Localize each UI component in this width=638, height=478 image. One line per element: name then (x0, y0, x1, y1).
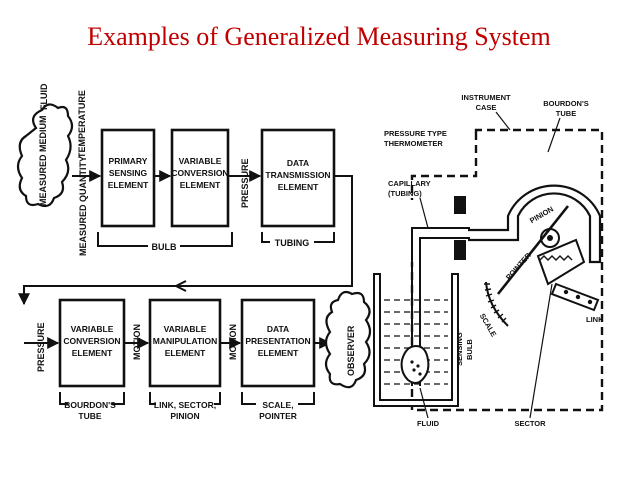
instrument-case-line-1: INSTRUMENT (461, 93, 511, 102)
instrument-case (410, 128, 604, 412)
sensing-bulb (400, 344, 430, 384)
link-sector-pinion-bracket (149, 392, 221, 405)
primary-sensing-element-box (100, 128, 156, 228)
link-pivot-3 (587, 299, 593, 305)
instrument-case-line-2: CASE (476, 103, 497, 112)
sector-leader (529, 283, 553, 419)
bourdons-tube-label-line-1: BOURDON'S (543, 99, 589, 108)
variable-conversion-line-2: CONVERSION (171, 168, 228, 178)
temperature-label: TEMPERATURE (77, 90, 87, 158)
data-presentation-line-1: DATA (267, 324, 289, 334)
variable-manipulation-line-1: VARIABLE (164, 324, 207, 334)
pinion-center (547, 235, 553, 241)
measured-quantity-label: MEASURED QUANTITY (78, 156, 88, 256)
case-wall-lower (454, 240, 466, 260)
data-presentation-line-3: ELEMENT (258, 348, 299, 358)
bourdons-tube-line-1: BOURDON'S (64, 400, 116, 410)
capillary-line-1: CAPILLARY (388, 179, 431, 188)
case-wall-upper (454, 196, 466, 214)
scale-pointer-line-1: SCALE, (262, 400, 293, 410)
capillary-line-2: (TUBING) (388, 189, 422, 198)
bulb-fill-dot-1 (410, 360, 414, 364)
pressure-type-line-1: PRESSURE TYPE (384, 129, 447, 138)
primary-sensing-line-3: ELEMENT (108, 180, 149, 190)
measured-medium-cloud (16, 103, 74, 208)
primary-sensing-line-2: SENSING (109, 168, 148, 178)
link-pivot-1 (563, 289, 569, 295)
scale-pointer-line-2: POINTER (259, 411, 297, 421)
variable-conversion-row2-line-1: VARIABLE (71, 324, 114, 334)
sector-label: SECTOR (514, 419, 546, 428)
bulb-fill-dot-2 (416, 364, 420, 368)
block-diagram-row-2: PRESSURE VARIABLE CONVERSION ELEMENT MOT… (24, 290, 372, 421)
link-label: LINK (586, 315, 604, 324)
variable-conversion-element-box (170, 128, 230, 228)
bourdons-tube-leader (547, 117, 561, 153)
sensing-bulb-line-2: BULB (465, 339, 474, 360)
data-presentation-element-box (240, 298, 316, 388)
pinion-label: PINION (528, 204, 555, 225)
scale-ticks (484, 283, 507, 323)
pressure-type-line-2: THERMOMETER (384, 139, 443, 148)
observer-cloud (324, 290, 372, 389)
measured-medium-label: MEASURED MEDIUM (38, 115, 48, 206)
link-sector-pinion-line-1: LINK, SECTOR, (154, 400, 216, 410)
variable-manipulation-line-2: MANIPULATION (153, 336, 218, 346)
pressure-label-row1: PRESSURE (240, 158, 250, 208)
data-transmission-element-box (260, 128, 336, 228)
bulb-fill-dot-4 (418, 372, 422, 376)
variable-conversion-row2-line-2: CONVERSION (63, 336, 120, 346)
pressure-thermometer-drawing: INSTRUMENT CASE BOURDON'S TUBE PRESSURE … (373, 93, 604, 428)
bourdons-tube-line-2: TUBE (78, 411, 101, 421)
sector-gear (536, 238, 586, 286)
capillary-tubing (411, 227, 470, 386)
fluid-label-thermo: FLUID (417, 419, 440, 428)
data-transmission-line-2: TRANSMISSION (265, 170, 330, 180)
slide-title: Examples of Generalized Measuring System (87, 22, 551, 51)
primary-sensing-line-1: PRIMARY (109, 156, 148, 166)
variable-manipulation-line-3: ELEMENT (165, 348, 206, 358)
capillary-leader (419, 197, 429, 229)
pressure-label-row2: PRESSURE (36, 322, 46, 372)
bourdons-tube-bracket (59, 392, 125, 405)
observer-label: OBSERVER (346, 325, 356, 376)
fluid-label: FLUID (39, 83, 49, 110)
connector-direction-arrow (173, 280, 187, 292)
scale-label: SCALE (478, 312, 499, 339)
scale-pointer-bracket (241, 392, 315, 405)
link-arm (550, 282, 600, 312)
bourdons-tube (468, 184, 602, 264)
link-sector-pinion-line-2: PINION (170, 411, 199, 421)
variable-conversion-row2-line-3: ELEMENT (72, 348, 113, 358)
pointer-needle (496, 205, 570, 295)
fluid-leader (419, 387, 429, 419)
bulb-bracket (97, 232, 233, 247)
variable-conversion-line-1: VARIABLE (179, 156, 222, 166)
connector-row1-to-row2 (18, 175, 353, 306)
data-transmission-line-3: ELEMENT (278, 182, 319, 192)
bulb-fill-dot-3 (412, 368, 416, 372)
link-pivot-2 (575, 294, 581, 300)
fluid-container (373, 273, 459, 407)
tubing-bracket (261, 232, 335, 243)
scale-arc (485, 281, 509, 327)
instrument-case-leader (495, 111, 511, 131)
pointer-label: POINTER (504, 251, 533, 282)
data-presentation-line-2: PRESENTATION (245, 336, 310, 346)
sector-teeth (539, 255, 573, 261)
data-transmission-line-1: DATA (287, 158, 309, 168)
tubing-label: TUBING (275, 238, 310, 248)
block-diagram-row-1: MEASURED MEDIUM FLUID TEMPERATURE MEASUR… (16, 83, 353, 306)
bulb-label: BULB (152, 242, 177, 252)
variable-conversion-line-3: ELEMENT (180, 180, 221, 190)
sensing-bulb-line-1: SENSING (455, 332, 464, 366)
bourdons-tube-label-line-2: TUBE (556, 109, 576, 118)
